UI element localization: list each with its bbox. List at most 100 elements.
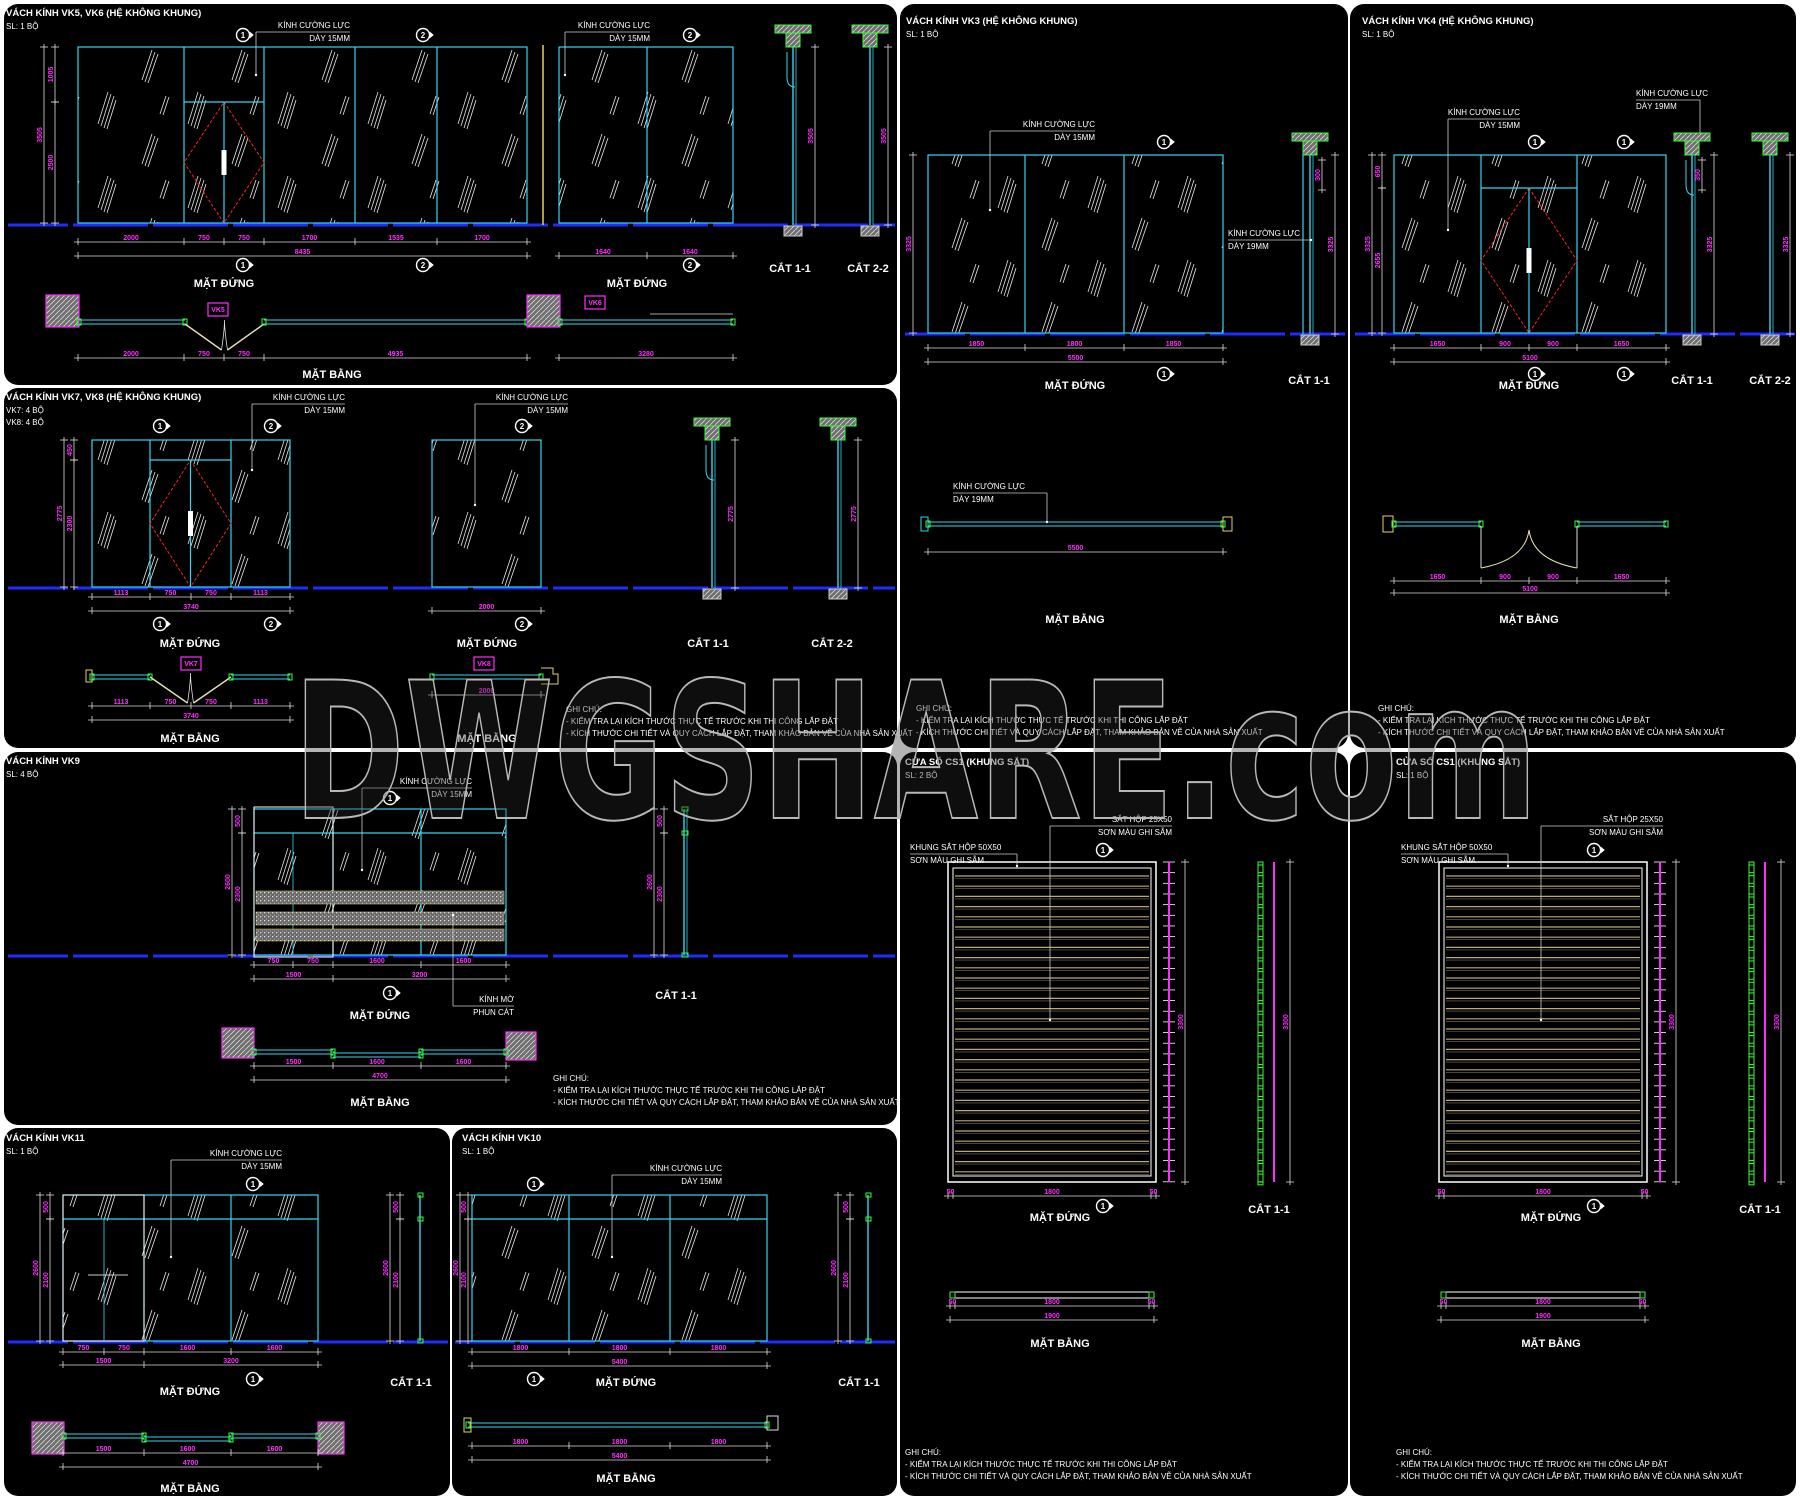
view-label: CẮT 1-1 [655,989,697,1002]
dimension-label: 3505 [808,128,815,144]
view-label: CẮT 1-1 [1288,374,1330,387]
section-cap [851,24,889,34]
drawing-content: VÁCH KÍNH VK5, VK6 (HỆ KHÔNG KHUNG)SL: 1… [6,7,1795,1495]
section-floor-block [783,225,803,237]
section-marker-arrow-icon [1109,1202,1114,1210]
material-label: KÍNH CƯỜNG LỰC [278,21,350,30]
dimension-label: 2600 [33,1260,40,1276]
dimension-label: 5500 [1068,355,1084,362]
dimension-label: 750 [198,235,210,242]
glass-hatch [559,47,733,223]
dimension-label: 5400 [612,1359,628,1366]
dimension-label: 3740 [183,713,199,720]
section-floor-block [1300,334,1320,346]
section-slat [1748,1159,1755,1164]
dimension-label: 750 [205,699,217,706]
drawing-title: VÁCH KÍNH VK4 (HỆ KHÔNG KHUNG) [1362,15,1534,27]
section-marker-arrow-icon [1541,370,1546,378]
view-label: CẮT 1-1 [1671,374,1713,387]
door-leaf-plan [193,676,232,704]
glass-panel [77,46,528,224]
note-text: - KIỂM TRA LẠI KÍCH THƯỚC THỰC TẾ TRƯỚC … [1378,715,1650,725]
tag-label: VK8 [477,661,491,668]
section-clamp [681,830,689,836]
dimension-label: 1850 [1166,341,1182,348]
dimension-label: 1800 [1067,341,1083,348]
panel-vk4 [1350,4,1796,748]
dimension-label: 4700 [372,1073,388,1080]
note-text: GHI CHÚ: [553,1074,589,1083]
dimension-label: 1600 [456,1059,472,1066]
material-label: KÍNH CƯỜNG LỰC [953,482,1025,491]
dimension-label: 5100 [1522,355,1538,362]
material-label: KÍNH CƯỜNG LỰC [578,21,650,30]
section-marker-arrow-icon [540,1180,545,1188]
dimension-label: 1113 [114,699,129,706]
quantity-label: SL: 4 BỘ [6,770,38,779]
material-label: KÍNH CƯỜNG LỰC [650,1164,722,1173]
section-marker-number: 1 [251,1180,256,1189]
door-swing-arc [1480,529,1578,569]
dimension-label: 1600 [369,958,385,965]
dimension-label: 750 [307,958,319,965]
dimension-label: 3300 [1178,1014,1185,1030]
dimension-label: 3300 [1669,1014,1676,1030]
section-marker-arrow-icon [540,1375,545,1383]
section-cap [774,24,812,34]
quantity-label: VK7: 4 BỘ [6,406,44,415]
dimension-label: 3325 [906,236,913,252]
section-clamp [681,952,689,958]
material-label: KÍNH CƯỜNG LỰC [1023,120,1095,129]
dimension-label: 750 [205,590,217,597]
note-text: GHI CHÚ: [1396,1448,1432,1457]
drawing-title: VÁCH KÍNH VK3 (HỆ KHÔNG KHUNG) [906,15,1078,27]
section-marker-arrow-icon [396,989,401,997]
section-marker-arrow-icon [249,261,254,269]
plan-clamp [251,1048,257,1056]
section-slat [1257,968,1264,973]
section-clamp [417,1216,424,1222]
section-marker-arrow-icon [696,261,701,269]
dimension-label: 750 [165,699,177,706]
leader-dot [451,913,455,917]
leader-dot [360,868,364,872]
dimension-label: 1800 [1044,1189,1060,1196]
section-slat [1748,946,1755,951]
plan-clamp [287,673,293,681]
section-marker-number: 1 [532,1180,537,1189]
dimension-label: 300 [1315,169,1322,181]
material-label: SƠN MÀU GHI SẪM [1589,828,1663,837]
door-swing-arc [221,319,228,351]
drawing-title: CỬA SỔ CS1 (KHUNG SẮT) [1396,756,1520,768]
view-label: CẮT 2-2 [811,637,853,650]
wall-stub [766,1415,779,1431]
dimension-label: 2100 [43,1272,50,1288]
wall-column [31,1421,65,1455]
leader-dot [1045,520,1049,524]
material-label: SẮT HỘP 25X50 [1603,815,1664,824]
leader-dot [988,208,992,212]
plan-clamp [141,1435,147,1443]
section-clamp [865,1216,872,1222]
leader-dot [1015,864,1019,868]
watermark-logo: DWGSHARE.com [293,642,1538,863]
section-marker-arrow-icon [259,1180,264,1188]
glass-panel [1393,154,1667,334]
dimension-label: 2600 [647,874,654,890]
dimension-label: 450 [67,444,74,456]
wall-stub [1382,515,1394,533]
dimension-label: 750 [238,235,250,242]
quantity-label: SL: 1 BỘ [1396,771,1428,780]
dimension-label: 2100 [393,1272,400,1288]
section-slat [1257,1096,1264,1101]
dimension-label: 750 [198,351,210,358]
plan-clamp [465,1421,471,1429]
wall-stub [541,667,559,685]
section-slat [1257,1053,1264,1058]
frosted-glass-band [255,890,505,905]
dimension-label: 900 [1499,574,1511,581]
view-label: MẶT ĐỨNG [607,277,667,290]
section-marker-number: 1 [1533,138,1538,147]
section-clamp [417,1338,424,1344]
door-frame [253,806,334,958]
